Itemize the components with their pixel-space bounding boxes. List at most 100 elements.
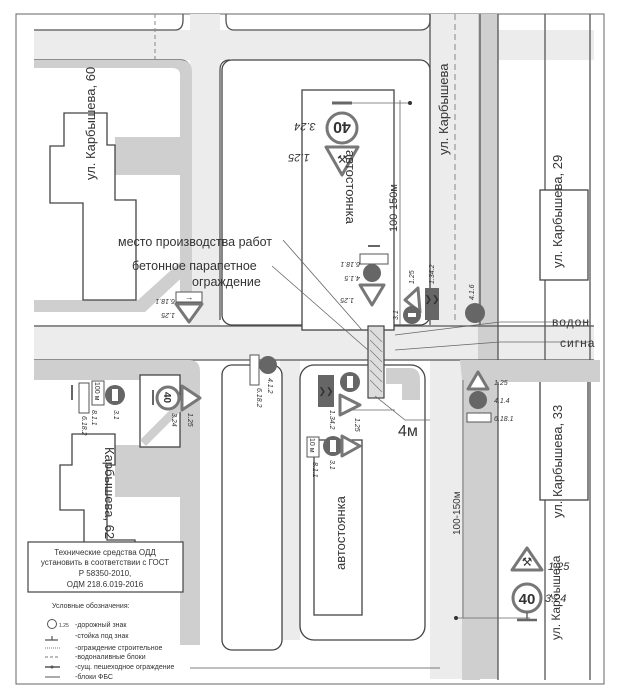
parking-label: автостоянка bbox=[333, 495, 348, 570]
legend-item: -дорожный знак bbox=[75, 621, 127, 629]
distance-plate-icon bbox=[306, 436, 320, 458]
ramp bbox=[140, 400, 186, 446]
sign-code: 3.1 bbox=[112, 410, 119, 420]
road-works-sign-icon bbox=[174, 302, 204, 324]
speed-limit-value: 40 bbox=[519, 591, 536, 608]
building-label: ул. Карбышева, 60 bbox=[83, 67, 98, 180]
block-south-mid bbox=[221, 364, 283, 651]
sign-code: 1.25 bbox=[161, 311, 175, 318]
legend-post-icon bbox=[45, 636, 58, 641]
building-33 bbox=[539, 379, 589, 501]
road-south-lane bbox=[280, 360, 300, 640]
width-label: 4м bbox=[398, 423, 418, 440]
work-site-label: место производства работ bbox=[118, 235, 272, 249]
road-works-sign-icon bbox=[466, 370, 490, 391]
sign-code: 6.18.1 bbox=[340, 260, 360, 267]
sign-code: 6.18.1 bbox=[494, 416, 514, 423]
signal-label: сигна bbox=[560, 336, 595, 350]
sign-code: 4.1.2 bbox=[266, 378, 273, 394]
distance-plate-value: 10 м bbox=[308, 438, 315, 453]
chevron-glyph-icon: ❯❯ bbox=[424, 294, 439, 305]
direction-sign-icon bbox=[465, 303, 485, 323]
sign-code: 4.1.5 bbox=[344, 274, 360, 281]
legend-item: -блоки ФБС bbox=[75, 673, 113, 681]
worker-glyph-icon: ⚒ bbox=[522, 555, 533, 569]
barrier-label: бетонное парапетное bbox=[132, 259, 257, 273]
turn-sign-icon bbox=[363, 264, 381, 282]
speed-limit-sign-icon bbox=[325, 111, 359, 145]
curb bbox=[34, 14, 184, 31]
sign-code: 3.24 bbox=[294, 120, 315, 132]
legend-sign-icon bbox=[47, 619, 57, 629]
road-works-sign-icon bbox=[180, 384, 202, 412]
sidewalk bbox=[115, 137, 180, 175]
building-label: ул. Карбышева, 33 bbox=[550, 405, 565, 518]
sign-code: 1.25 bbox=[287, 151, 309, 163]
legend-item: -стойка под знак bbox=[75, 632, 129, 640]
legend-item: -сущ. пешеходное ограждение bbox=[75, 664, 175, 671]
legend-symbol: 1.25 bbox=[59, 623, 69, 629]
distance-plate-value: 100 м bbox=[93, 382, 100, 401]
barrier-label: ограждение bbox=[192, 275, 261, 289]
sign-code: 4.1.4 bbox=[494, 398, 510, 405]
street-label: ул. Карбышева bbox=[549, 555, 563, 640]
road-works-sign-icon bbox=[358, 283, 386, 307]
leader-4m bbox=[374, 395, 430, 421]
road-works-sign-icon bbox=[403, 286, 422, 314]
leader-barrier bbox=[271, 265, 369, 351]
sign-code: 6.18.2 bbox=[255, 388, 262, 408]
sign-code: 3.1 bbox=[393, 310, 400, 320]
plate-sign-icon bbox=[466, 412, 492, 423]
note-box bbox=[27, 541, 184, 593]
sign-code: 1.34.2 bbox=[328, 410, 335, 430]
dimension-dot bbox=[408, 101, 412, 105]
sign-code: 8.1.1 bbox=[311, 462, 318, 478]
building-29 bbox=[539, 189, 589, 281]
legend-dot bbox=[50, 665, 54, 669]
sign-code: 6.18.1 bbox=[155, 297, 175, 304]
sign-code: 6.18.2 bbox=[80, 416, 87, 436]
sign-code: 1.25 bbox=[409, 270, 416, 284]
direction-sign-icon bbox=[469, 391, 487, 409]
sidewalk-ramp bbox=[34, 262, 190, 312]
sign-code: 1.25 bbox=[494, 380, 508, 387]
road-works-sign-icon bbox=[340, 434, 362, 458]
distance-label: 100-150м bbox=[452, 491, 463, 535]
note-line: установить в соответствии с ГОСТ bbox=[41, 558, 169, 567]
plate-sign-icon bbox=[78, 382, 90, 414]
speed-limit-value: 40 bbox=[333, 118, 351, 135]
worker-glyph-icon: ⚒ bbox=[337, 154, 347, 166]
sign-code: 1.25 bbox=[186, 413, 193, 427]
sidewalk-east bbox=[478, 14, 498, 679]
distance-label: 100-150м bbox=[388, 184, 400, 232]
sign-code: 1.25 bbox=[353, 418, 360, 432]
sign-code: 1.25 bbox=[340, 296, 354, 303]
sign-code: 3.1 bbox=[328, 460, 335, 470]
speed-limit-sign-icon bbox=[155, 385, 181, 411]
no-entry-bar bbox=[347, 376, 353, 388]
leader-signal bbox=[394, 341, 590, 351]
plate-sign-icon bbox=[175, 291, 203, 303]
road-main-horizontal bbox=[34, 325, 594, 360]
sign-code: 1.34.2 bbox=[429, 264, 436, 284]
speed-limit-value: 40 bbox=[161, 392, 172, 404]
plate-sign-icon bbox=[249, 354, 260, 386]
no-entry-bar bbox=[408, 313, 416, 317]
building-label: Карбышева, 62 bbox=[102, 447, 117, 539]
no-entry-bar bbox=[112, 389, 118, 401]
no-entry-bar bbox=[330, 440, 336, 452]
street-label: ул. Карбышева bbox=[436, 63, 451, 155]
sign-code: 1.25 bbox=[548, 561, 570, 573]
leader-work-site bbox=[282, 239, 363, 331]
parking-south-area bbox=[313, 439, 363, 616]
note-line: ОДМ 218.6.019-2016 bbox=[67, 580, 144, 589]
legend-title: Условные обозначения: bbox=[52, 602, 130, 610]
chevron-glyph-icon: ❯❯ bbox=[318, 386, 333, 397]
water-label: водон bbox=[552, 315, 590, 329]
sign-code: 3.24 bbox=[170, 413, 177, 427]
road-works-sign-icon bbox=[324, 145, 360, 177]
parking-label: автостоянка bbox=[343, 150, 358, 225]
road-works-sign-icon bbox=[338, 393, 362, 417]
chevron-sign-icon bbox=[318, 375, 334, 407]
